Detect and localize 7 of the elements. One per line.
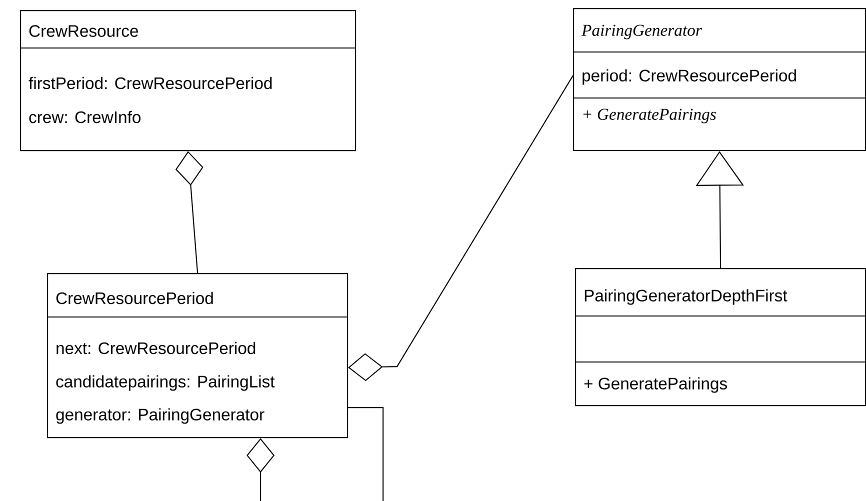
aggregation-line xyxy=(175,151,204,274)
class-box: PairingGeneratorDepthFirst + GeneratePairings xyxy=(575,268,866,406)
class-box: CrewResourcePeriod next: CrewResourcePeriod candidatepairings: PairingList generator: PairingGenerator xyxy=(47,273,348,438)
class-box: CrewResource firstPeriod: CrewResourcePeriod crew: CrewInfo xyxy=(20,10,356,152)
association-line xyxy=(348,407,384,501)
aggregation-line xyxy=(348,75,574,382)
class-box: PairingGenerator period: CrewResourcePeriod + GeneratePairings xyxy=(573,8,866,152)
